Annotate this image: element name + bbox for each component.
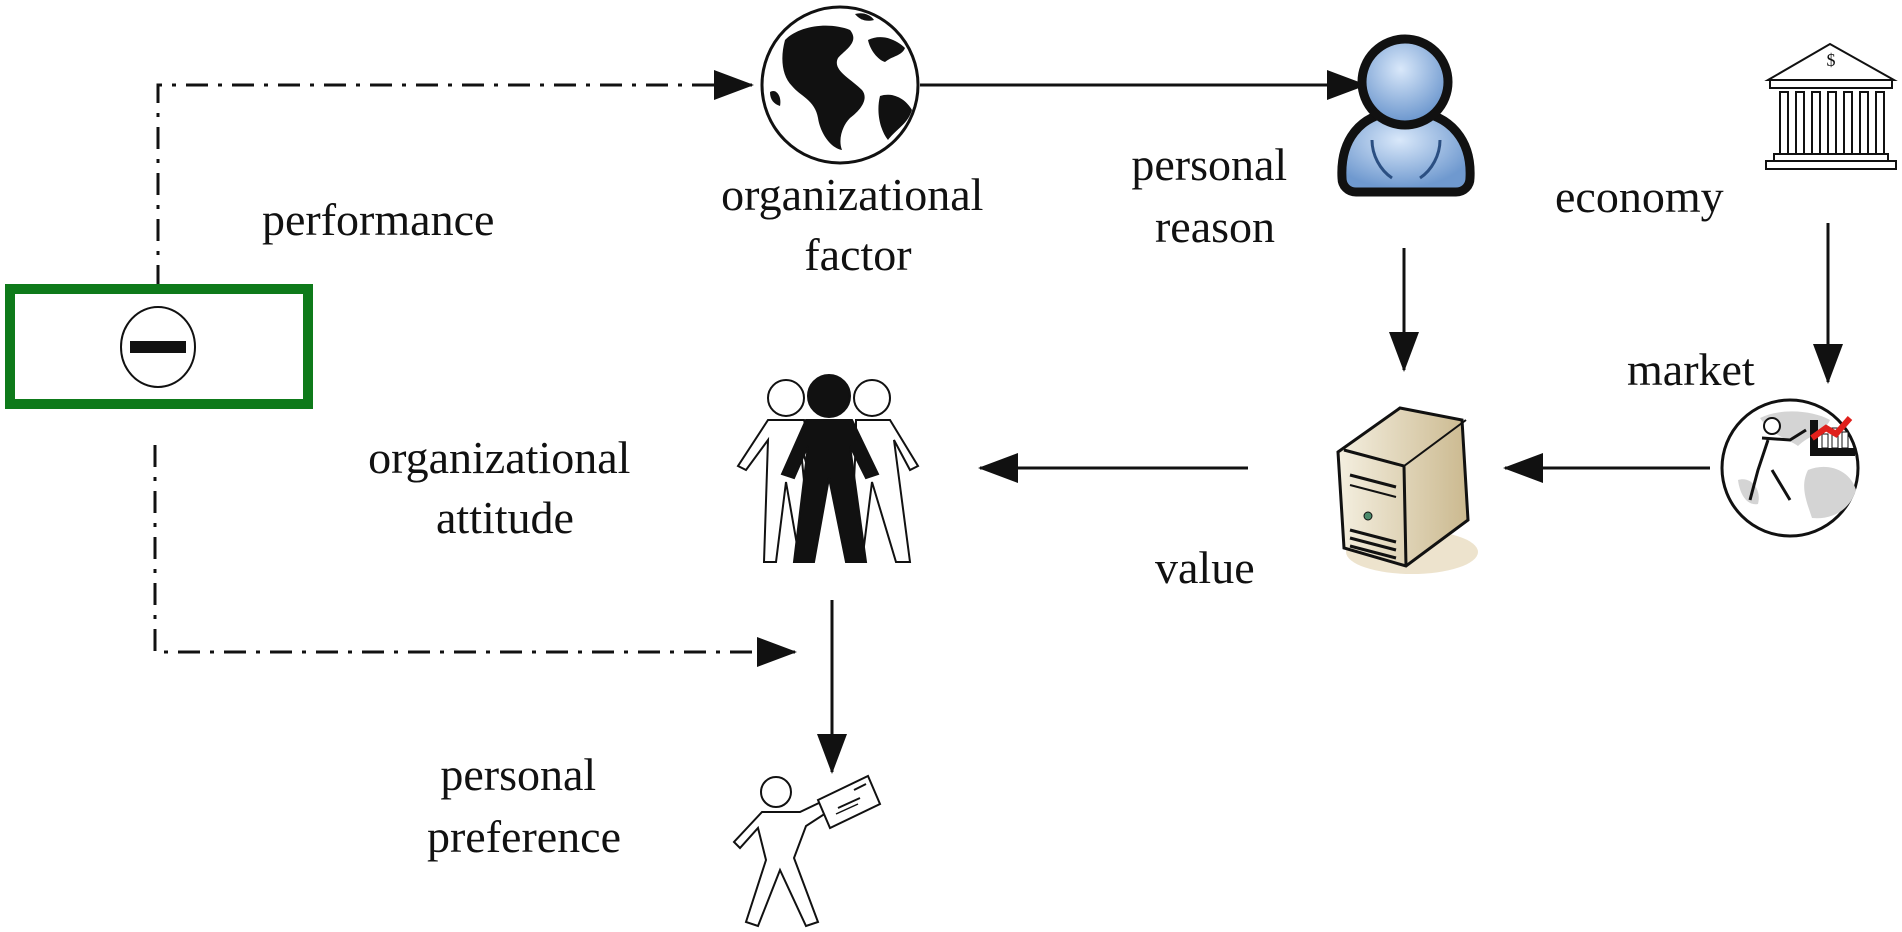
label-personal-reason-line-1: personal (1131, 139, 1287, 190)
bank-sign-text: $ (1827, 50, 1836, 70)
label-organizational-factor: organizational factor (721, 169, 995, 280)
label-organizational-attitude: organizational attitude (368, 432, 642, 543)
user-icon (1337, 34, 1475, 197)
label-market: market (1627, 344, 1755, 395)
server-icon (1336, 406, 1478, 574)
connector-performance-to-organizational-factor (156, 70, 754, 287)
label-personal-reason-line-2: reason (1155, 201, 1275, 252)
globe-icon (760, 5, 920, 165)
label-personal-preference-line-1: personal (440, 749, 596, 800)
minus-circle-icon (120, 306, 196, 388)
label-organizational-attitude-line-2: attitude (436, 492, 574, 543)
label-value: value (1155, 542, 1255, 593)
label-personal-preference: personal preference (427, 749, 621, 862)
label-organizational-attitude-line-1: organizational (368, 432, 630, 483)
label-organizational-factor-line-2: factor (804, 229, 911, 280)
regulator-box (5, 284, 313, 409)
group-people-icon (736, 374, 920, 563)
globe-market-chart-icon (1720, 398, 1860, 538)
label-organizational-factor-line-1: organizational (721, 169, 983, 220)
bank-icon: $ (1764, 42, 1898, 170)
label-personal-reason: personal reason (1131, 139, 1298, 252)
label-economy: economy (1555, 171, 1724, 222)
label-performance: performance (262, 194, 494, 245)
walking-man-envelope-icon (732, 774, 882, 928)
label-personal-preference-line-2: preference (427, 811, 621, 862)
connector-performance-to-personal-preference (153, 445, 797, 667)
connectors (153, 70, 1843, 774)
